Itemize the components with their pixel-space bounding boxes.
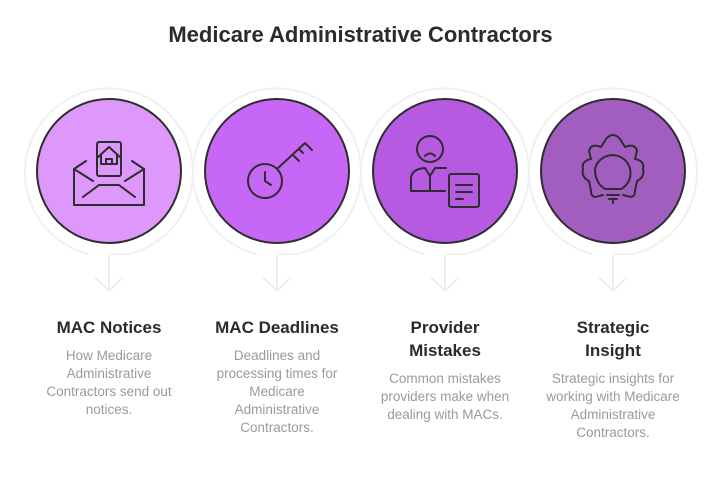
step-title: Strategic Insight	[576, 318, 650, 360]
page-title: Medicare Administrative Contractors	[168, 22, 553, 47]
step-4: Strategic Insight Strategic insights for…	[533, 316, 693, 442]
step-2: MAC Deadlines Deadlines and processing t…	[197, 316, 357, 437]
step-circle-fill	[540, 98, 686, 244]
gear-lightbulb-icon	[581, 134, 645, 204]
step-description: Deadlines and processing times for Medic…	[216, 348, 338, 435]
step-description: Common mistakes providers make when deal…	[380, 371, 510, 422]
step-circle-fill	[36, 98, 182, 244]
step-description: How Medicare Administrative Contractors …	[46, 348, 172, 417]
step-3: Provider Mistakes Common mistakes provid…	[365, 316, 525, 424]
step-circle-fill	[204, 98, 350, 244]
sad-person-document-icon	[410, 135, 480, 208]
envelope-house-icon	[73, 141, 145, 206]
step-description: Strategic insights for working with Medi…	[546, 371, 680, 440]
step-title: MAC Deadlines	[215, 318, 339, 337]
clock-key-icon	[247, 142, 313, 199]
step-title: MAC Notices	[56, 318, 162, 337]
step-circle-fill	[372, 98, 518, 244]
step-circle	[192, 87, 362, 292]
step-1: MAC Notices How Medicare Administrative …	[29, 316, 189, 419]
step-circle	[360, 87, 530, 292]
step-title: Provider Mistakes	[409, 318, 481, 360]
step-circle	[24, 87, 194, 292]
step-circle	[528, 87, 698, 292]
